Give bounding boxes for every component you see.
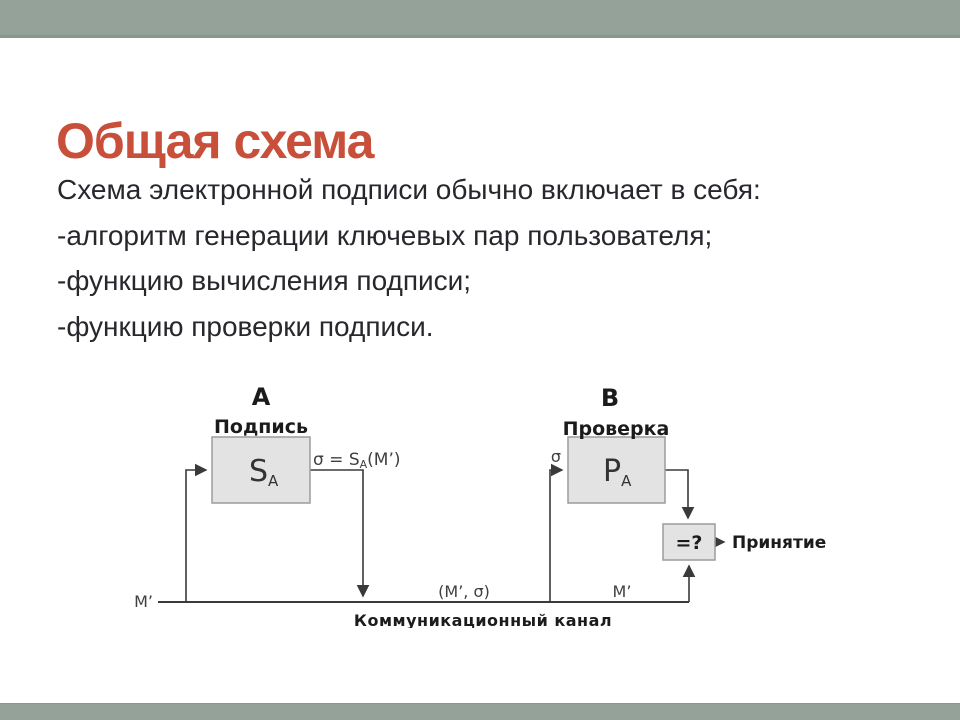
body-text-block: Схема электронной подписи обычно включае… xyxy=(57,167,917,349)
header-bar xyxy=(0,0,960,38)
signature-scheme-diagram: А Подпись SA σ = SA(M’) В Проверка PA σ … xyxy=(134,383,826,628)
sign-box-label: SA xyxy=(249,454,279,490)
channel-label: Коммуникационный канал xyxy=(354,611,612,628)
formula-label: σ = SA(M’) xyxy=(313,450,401,471)
sign-input-arrow xyxy=(185,463,208,602)
body-line: -функцию вычисления подписи; xyxy=(57,265,472,296)
compare-box-label: =? xyxy=(676,532,703,554)
message-input-label: M’ xyxy=(134,592,153,611)
verify-output-arrow xyxy=(665,469,695,520)
footer-bar xyxy=(0,703,960,720)
party-a-label: А xyxy=(252,383,271,411)
party-a-role-label: Подпись xyxy=(214,416,308,438)
verify-input-arrow xyxy=(549,463,564,602)
compare-box xyxy=(662,523,716,561)
message-prime-label: M’ xyxy=(613,582,632,601)
body-line: Схема электронной подписи обычно включае… xyxy=(57,174,761,205)
body-line: -функцию проверки подписи. xyxy=(57,310,434,342)
verify-box-label: PA xyxy=(603,454,632,490)
slide-title: Общая схема xyxy=(56,112,374,169)
sigma-label: σ xyxy=(551,447,561,466)
verify-box xyxy=(567,436,666,504)
sign-output-arrow xyxy=(310,469,370,598)
party-b-role-label: Проверка xyxy=(563,418,670,440)
pair-label: (M’, σ) xyxy=(438,582,490,601)
accept-label: Принятие xyxy=(732,533,826,553)
party-b-label: В xyxy=(601,384,619,412)
sign-box xyxy=(211,436,311,504)
body-line: -алгоритм генерации ключевых пар пользов… xyxy=(57,219,713,251)
